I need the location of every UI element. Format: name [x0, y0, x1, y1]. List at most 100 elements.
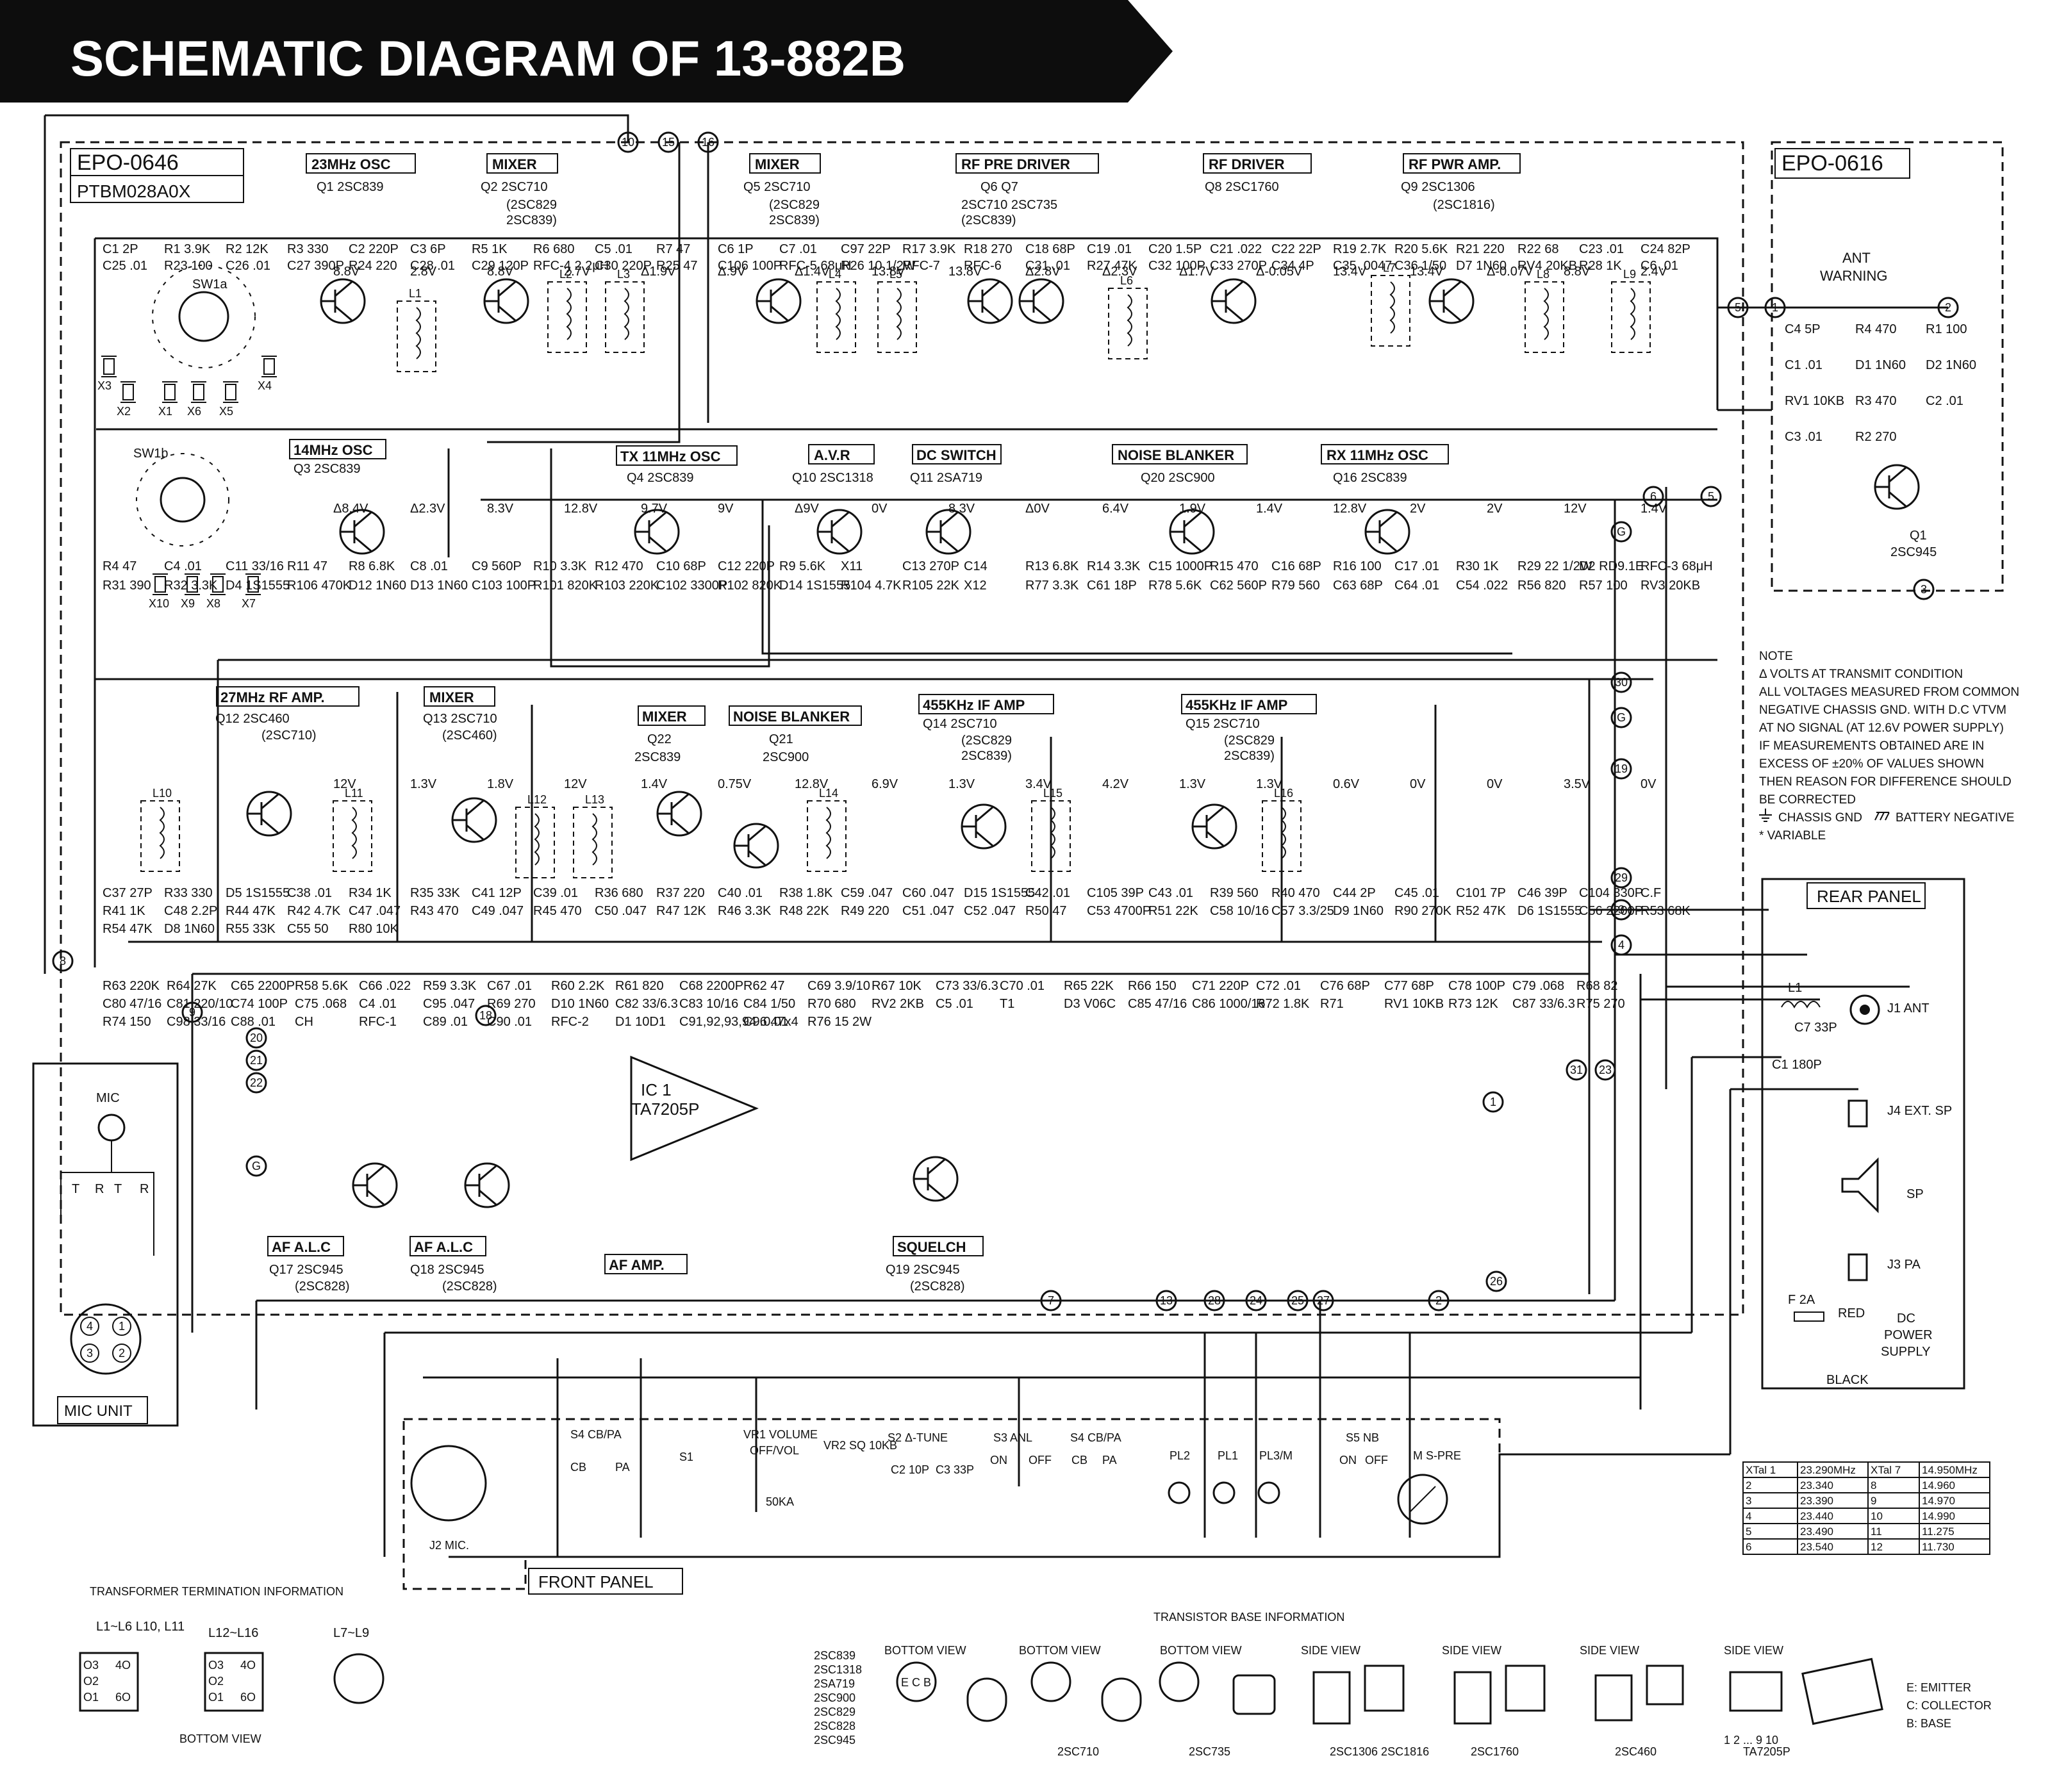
svg-text:NOISE BLANKER: NOISE BLANKER — [1118, 447, 1234, 463]
coil: L8 — [1525, 268, 1564, 353]
transistor-view-label: SIDE VIEW — [1442, 1644, 1501, 1657]
component-label: C6 .01 — [1641, 259, 1678, 273]
component-label: C17 .01 — [1394, 559, 1439, 573]
connector-label: 7 — [1048, 1294, 1054, 1307]
coil: L16 — [1262, 787, 1302, 872]
crystal: X1 — [158, 381, 178, 418]
component-label: C8 .01 — [410, 559, 448, 573]
component-label: Δ-0.05V — [1256, 265, 1303, 279]
front-panel-item: VR2 SQ 10KB — [823, 1439, 897, 1452]
note-line: IF MEASUREMENTS OBTAINED ARE IN — [1759, 739, 1984, 753]
component-label: R21 220 — [1456, 242, 1505, 256]
component-label: 8.3V — [487, 502, 514, 516]
connector-terminal: G — [245, 1155, 267, 1177]
component-label: C105 39P — [1087, 886, 1144, 900]
component-label: R64 27K — [167, 979, 217, 993]
svg-text:Q19 2SC945: Q19 2SC945 — [886, 1263, 960, 1277]
stage-dc-switch: DC SWITCH Q11 2SA719 — [910, 444, 1002, 485]
transistor-view-label: SIDE VIEW — [1724, 1644, 1783, 1657]
component-label: R19 2.7K — [1333, 242, 1387, 256]
component-label: R57 100 — [1579, 579, 1628, 593]
mic-pin: 2 — [119, 1347, 125, 1360]
front-panel-item: C2 10P — [891, 1463, 929, 1476]
component-label: C5 .01 — [595, 242, 632, 256]
transistor-symbol — [1211, 278, 1257, 324]
component-label: C50 .047 — [595, 904, 647, 918]
component-label: C69 3.9/10 — [807, 979, 870, 993]
component-label: R41 1K — [103, 904, 145, 918]
component-label: R103 220K — [595, 579, 659, 593]
coil: L12 — [515, 793, 555, 878]
connector-terminal: 7 — [1040, 1290, 1062, 1311]
j2-mic-connector — [410, 1445, 487, 1522]
component-label: R101 820K — [533, 579, 598, 593]
component-label: C48 2.2P — [164, 904, 217, 918]
component-label: C1 2P — [103, 242, 138, 256]
coil: L11 — [333, 787, 372, 872]
svg-text:Q17 2SC945: Q17 2SC945 — [269, 1263, 343, 1277]
component-label: Δ0V — [1025, 502, 1050, 516]
crystal-table-cell: 11.730 — [1922, 1541, 1955, 1553]
crystal-table-cell: 5 — [1746, 1525, 1751, 1538]
connector-terminal: 15 — [657, 131, 679, 153]
component-label: R2 270 — [1855, 430, 1897, 444]
to18-bottom-icon — [1159, 1661, 1200, 1702]
component-label: D14 1S1555 — [779, 579, 850, 593]
crystal-table-cell: 8 — [1871, 1479, 1876, 1492]
transistor-view-label: BOTTOM VIEW — [884, 1644, 966, 1657]
transistor-symbol — [320, 278, 366, 324]
connector-label: 2 — [1435, 1294, 1442, 1307]
component-label: C29 120P — [472, 259, 529, 273]
coil: L13 — [573, 793, 613, 878]
component-label: D5 1S1555 — [226, 886, 290, 900]
component-label: Δ1.9V — [641, 265, 676, 279]
coil: L10 — [140, 787, 180, 872]
crystal-table-cell: 23.290MHz — [1800, 1464, 1856, 1476]
component-label: C87 33/6.3 — [1512, 997, 1575, 1011]
crystal: X6 — [187, 381, 206, 418]
svg-text:(2SC828): (2SC828) — [442, 1279, 497, 1294]
connector-terminal: 20 — [245, 1027, 267, 1049]
svg-text:455KHz IF AMP: 455KHz IF AMP — [923, 697, 1025, 713]
component-label: RV3 20KB — [1641, 579, 1700, 593]
component-label: C96 .01 — [743, 1015, 788, 1029]
front-panel-item: S3 ANL — [993, 1431, 1032, 1444]
stage-mixer-q22: MIXER Q22 2SC839 — [634, 705, 706, 764]
transistor-symbol — [464, 1162, 510, 1208]
rear-j3: J3 PA — [1887, 1258, 1921, 1272]
connector-terminal: 9 — [181, 1001, 203, 1023]
to92-bottom-icon — [896, 1661, 937, 1702]
connector-label: 31 — [1570, 1064, 1583, 1076]
component-label: R43 470 — [410, 904, 459, 918]
front-panel-item: S5 NB — [1346, 1431, 1379, 1444]
front-panel-item: PA — [615, 1461, 630, 1474]
component-label: C91,92,93,94 .047x4 — [679, 1015, 798, 1029]
component-label: R30 1K — [1456, 559, 1499, 573]
component-label: C74 100P — [231, 997, 288, 1011]
component-label: 12.8V — [564, 502, 598, 516]
component-label: C19 .01 — [1087, 242, 1132, 256]
rear-fuse: F 2A — [1788, 1293, 1815, 1307]
svg-text:MIXER: MIXER — [755, 156, 800, 172]
transistor-symbol — [1428, 278, 1475, 324]
to92-body-icon — [966, 1677, 1007, 1722]
svg-text:Q21: Q21 — [769, 732, 793, 746]
stage-titles: 23MHz OSC Q1 2SC839 MIXER Q2 2SC710 (2SC… — [215, 153, 1521, 1294]
battery-negative-icon — [1874, 812, 1890, 821]
coil-label: L1 — [409, 287, 422, 300]
svg-text:6O: 6O — [240, 1691, 256, 1704]
component-label: D1 1N60 — [1855, 358, 1906, 372]
svg-text:RF PWR AMP.: RF PWR AMP. — [1409, 156, 1501, 172]
crystal-label: X7 — [242, 597, 256, 610]
to220-side-icon — [1312, 1671, 1351, 1725]
component-label: C104 330P — [1579, 886, 1643, 900]
component-label: C68 2200P — [679, 979, 743, 993]
component-label: 8.8V — [1564, 265, 1591, 279]
transistor-symbol — [634, 509, 680, 555]
transistor-symbol — [656, 791, 702, 837]
component-label: C54 .022 — [1456, 579, 1508, 593]
to126-3d-icon — [1646, 1665, 1684, 1706]
